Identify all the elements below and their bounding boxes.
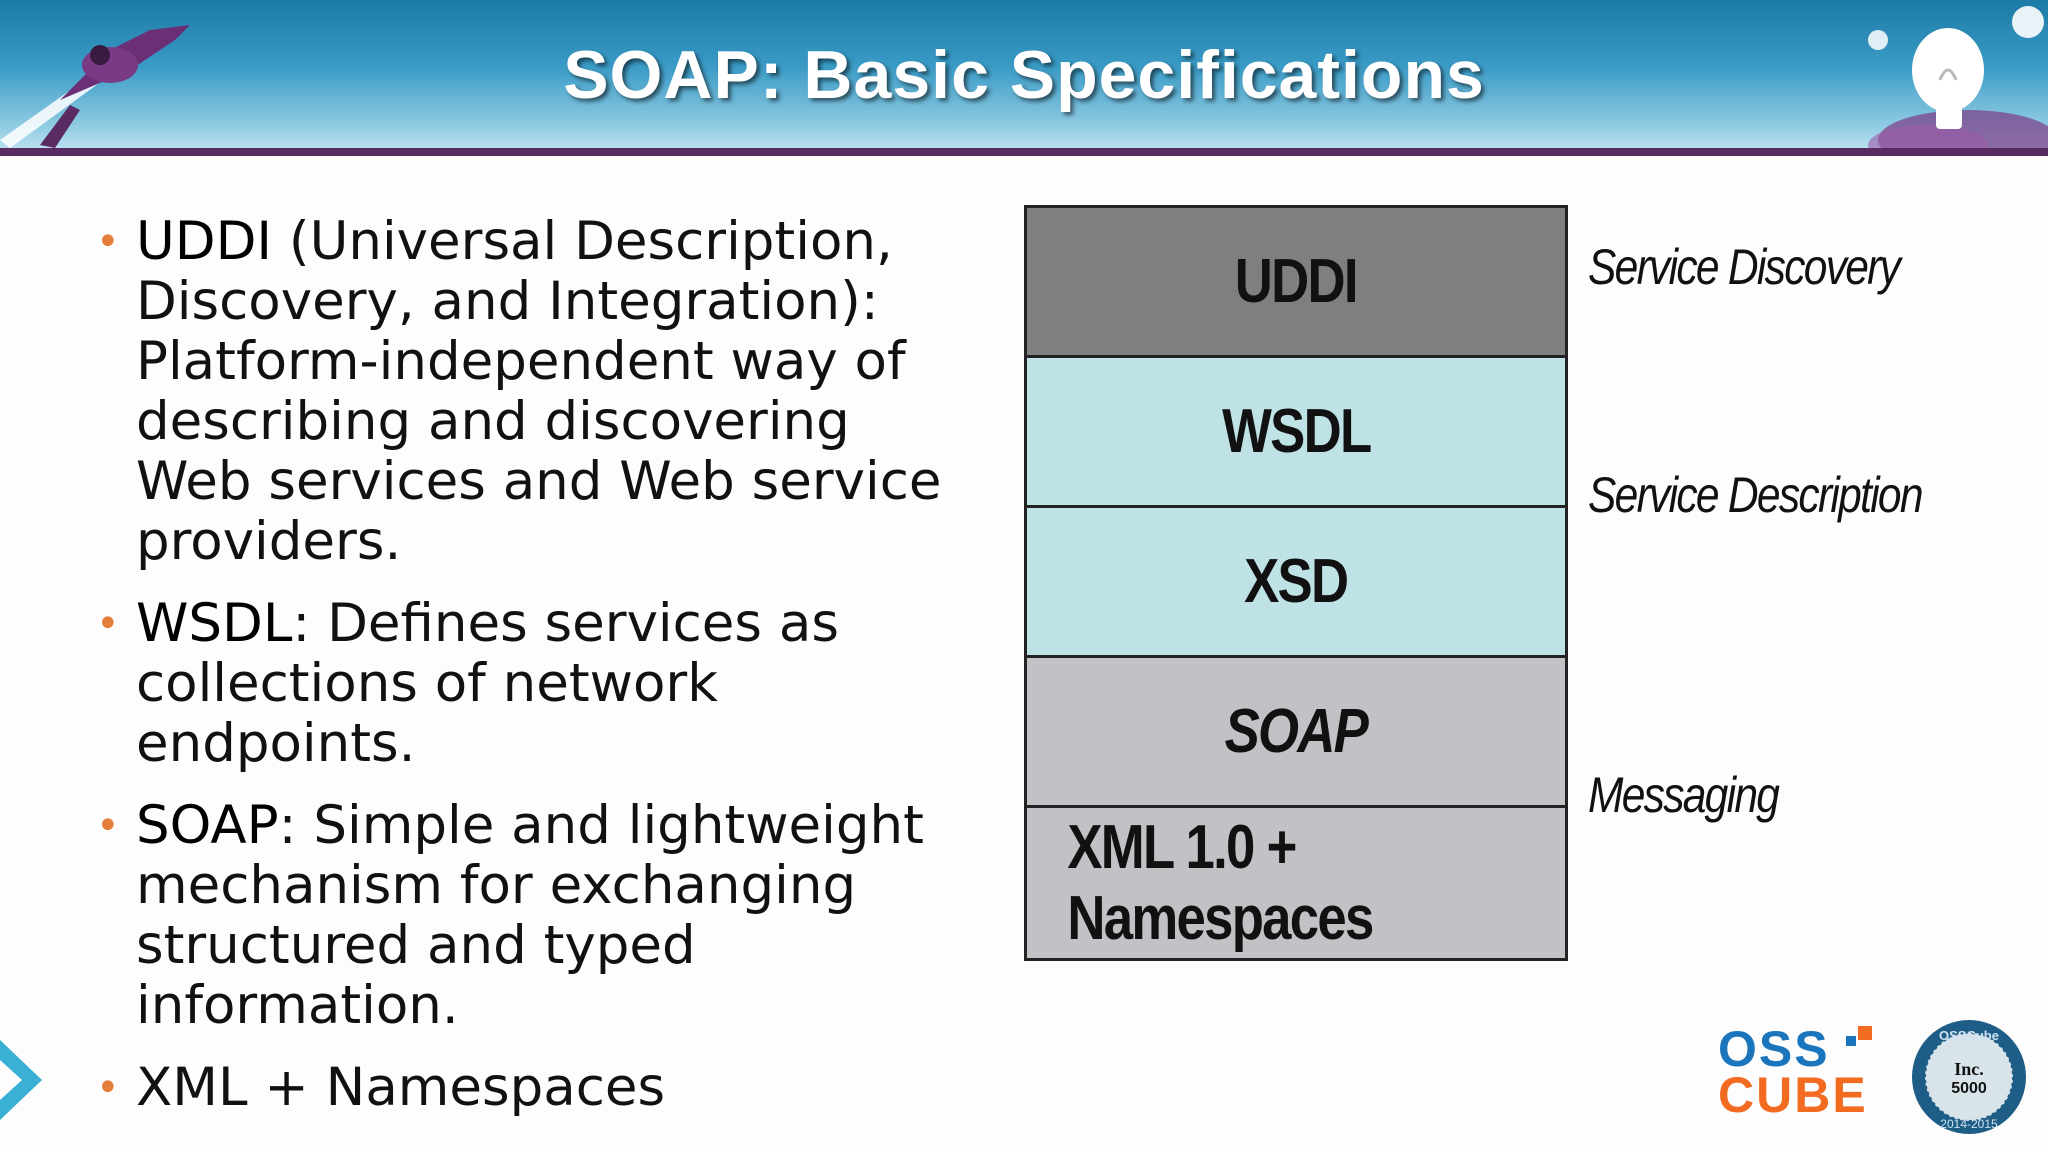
bullet-term: SOAP xyxy=(136,795,279,856)
logo-line-1: OSS xyxy=(1718,1021,1830,1077)
inc5000-badge: OSSCube Inc. 5000 2014-2015 xyxy=(1912,1020,2026,1134)
side-label-text: Service Description xyxy=(1588,467,1924,523)
bullet-text: : Defines services as collections of net… xyxy=(136,593,839,774)
bullet-text: (Universal Description, Discovery, and I… xyxy=(136,211,942,572)
layer-soap: SOAP xyxy=(1027,658,1565,808)
bullet-text: : Simple and lightweight mechanism for e… xyxy=(136,795,924,1036)
bullet-dot-icon: • xyxy=(96,803,120,849)
svg-text:2014-2015: 2014-2015 xyxy=(1940,1117,1998,1131)
bullet-dot-icon: • xyxy=(96,219,120,265)
rocket-illustration-icon xyxy=(0,25,190,148)
layer-label: SOAP xyxy=(1224,697,1369,766)
bullet-term: UDDI xyxy=(136,211,273,272)
label-service-description: Service Description xyxy=(1588,466,1981,524)
slide-title: SOAP: Basic Specifications xyxy=(563,37,1485,113)
header-divider xyxy=(0,148,2048,156)
bullet-soap: • SOAP: Simple and lightweight mechanism… xyxy=(92,796,972,1036)
chevron-right-icon[interactable] xyxy=(0,1030,50,1130)
slide-header: SOAP: Basic Specifications xyxy=(0,0,2048,148)
layer-label: WSDL xyxy=(1221,397,1372,466)
svg-text:Inc.: Inc. xyxy=(1954,1059,1984,1079)
label-messaging: Messaging xyxy=(1588,766,1812,824)
protocol-stack-diagram: UDDI WSDL XSD SOAP XML 1.0 + Namespaces xyxy=(1024,205,1568,961)
side-label-text: Service Discovery xyxy=(1588,239,1901,295)
svg-text:OSSCube: OSSCube xyxy=(1939,1028,1999,1043)
bullet-list: • UDDI (Universal Description, Discovery… xyxy=(92,212,972,1140)
osscube-logo: OSS CUBE xyxy=(1718,1022,1898,1122)
layer-label: XSD xyxy=(1244,547,1349,616)
layer-uddi: UDDI xyxy=(1027,208,1565,358)
label-service-discovery: Service Discovery xyxy=(1588,238,1954,296)
bullet-dot-icon: • xyxy=(96,601,120,647)
bullet-text: XML + Namespaces xyxy=(136,1057,666,1118)
logo-line-2: CUBE xyxy=(1718,1067,1868,1123)
bullet-term: WSDL xyxy=(136,593,293,654)
bullet-xml: • XML + Namespaces xyxy=(92,1058,972,1118)
layer-xsd: XSD xyxy=(1027,508,1565,658)
bullet-wsdl: • WSDL: Defines services as collections … xyxy=(92,594,972,774)
side-label-text: Messaging xyxy=(1588,767,1780,823)
layer-wsdl: WSDL xyxy=(1027,358,1565,508)
bullet-uddi: • UDDI (Universal Description, Discovery… xyxy=(92,212,972,572)
layer-xml: XML 1.0 + Namespaces xyxy=(1027,808,1565,958)
layer-label: UDDI xyxy=(1234,247,1359,316)
lightbulb-illustration-icon xyxy=(1868,6,2048,148)
layer-label: XML 1.0 + Namespaces xyxy=(1067,813,1374,953)
bullet-dot-icon: • xyxy=(96,1065,120,1111)
svg-text:5000: 5000 xyxy=(1951,1080,1987,1097)
logo-arrow-icon xyxy=(1846,1026,1872,1046)
